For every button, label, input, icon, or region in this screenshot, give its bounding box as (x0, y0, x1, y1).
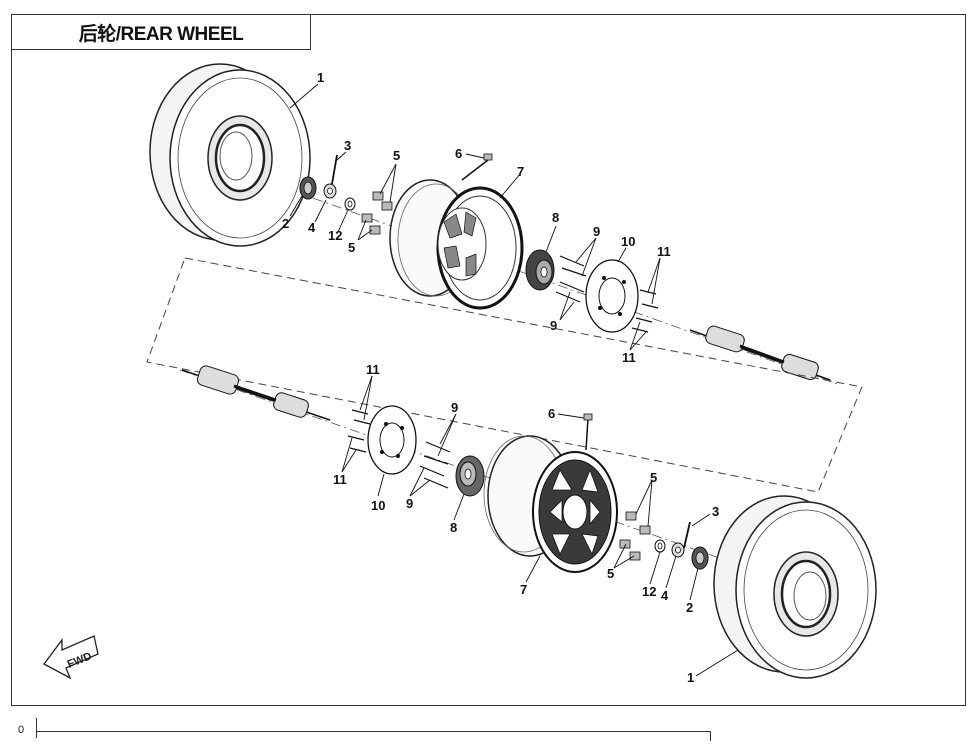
callout-top-5b: 5 (348, 240, 355, 255)
bottom-studs (419, 441, 451, 489)
top-lug-nuts (361, 191, 393, 235)
top-brake-disc (585, 259, 639, 333)
bottom-hub-nut (654, 521, 709, 570)
callout-bottom-7: 7 (520, 582, 527, 597)
assembly-boundary (146, 257, 863, 493)
bottom-drive-shaft (181, 365, 331, 421)
footer-end-tick (710, 731, 711, 741)
top-studs (555, 255, 587, 303)
callout-bottom-2: 2 (686, 600, 693, 615)
callouts-top: 1 2 3 4 12 5 5 6 7 8 9 9 10 11 11 (282, 70, 671, 365)
callout-bottom-11a: 11 (366, 362, 380, 377)
top-disc-bolts (631, 289, 659, 333)
bottom-tire (713, 495, 877, 679)
callout-top-4: 4 (308, 220, 316, 235)
callout-top-2: 2 (282, 216, 289, 231)
callout-top-9b: 9 (550, 318, 557, 333)
callouts-bottom: 11 11 10 9 9 8 6 7 5 5 12 4 3 2 1 (333, 362, 719, 685)
callout-top-11a: 11 (657, 244, 671, 259)
page-title: 后轮/REAR WHEEL (78, 23, 244, 45)
bottom-valve-cap (583, 413, 593, 421)
callout-bottom-10: 10 (371, 498, 385, 513)
callout-top-9a: 9 (593, 224, 600, 239)
callout-bottom-3: 3 (712, 504, 719, 519)
footer-zero-label: 0 (18, 724, 25, 736)
bottom-valve-stem (585, 417, 589, 451)
callout-bottom-1: 1 (687, 670, 694, 685)
top-tire (149, 63, 311, 247)
bottom-hub (455, 455, 485, 497)
callout-top-8: 8 (552, 210, 559, 225)
callout-top-11b: 11 (622, 350, 636, 365)
top-valve-cap (483, 153, 493, 161)
title-box: 后轮/REAR WHEEL (11, 14, 311, 50)
footer-line (36, 731, 711, 732)
callout-bottom-9a: 9 (451, 400, 458, 415)
callout-top-1: 1 (317, 70, 324, 85)
callout-bottom-8: 8 (450, 520, 457, 535)
callout-bottom-6: 6 (548, 406, 555, 421)
callout-bottom-12: 12 (642, 584, 656, 599)
callout-bottom-9b: 9 (406, 496, 413, 511)
callout-bottom-4: 4 (661, 588, 669, 603)
callout-top-3: 3 (344, 138, 351, 153)
callout-top-10: 10 (621, 234, 635, 249)
callout-bottom-11b: 11 (333, 472, 347, 487)
bottom-rim (483, 435, 618, 573)
footer-tick (36, 718, 37, 738)
callout-bottom-5b: 5 (607, 566, 614, 581)
callout-top-12: 12 (328, 228, 342, 243)
callout-top-5a: 5 (393, 148, 400, 163)
top-valve-stem (461, 159, 489, 181)
top-hub-nut (299, 154, 356, 211)
leader-lines (289, 83, 739, 677)
callout-top-7: 7 (517, 164, 524, 179)
bottom-lug-nuts (619, 511, 651, 561)
bottom-disc-bolts (347, 409, 371, 453)
callout-bottom-5a: 5 (650, 470, 657, 485)
bottom-brake-disc (367, 405, 417, 475)
top-rim (389, 179, 524, 310)
drawing-frame (11, 14, 966, 706)
top-drive-shaft (689, 325, 831, 381)
callout-top-6: 6 (455, 146, 462, 161)
top-hub (525, 249, 555, 291)
fwd-arrow-icon: FWD (43, 635, 99, 680)
